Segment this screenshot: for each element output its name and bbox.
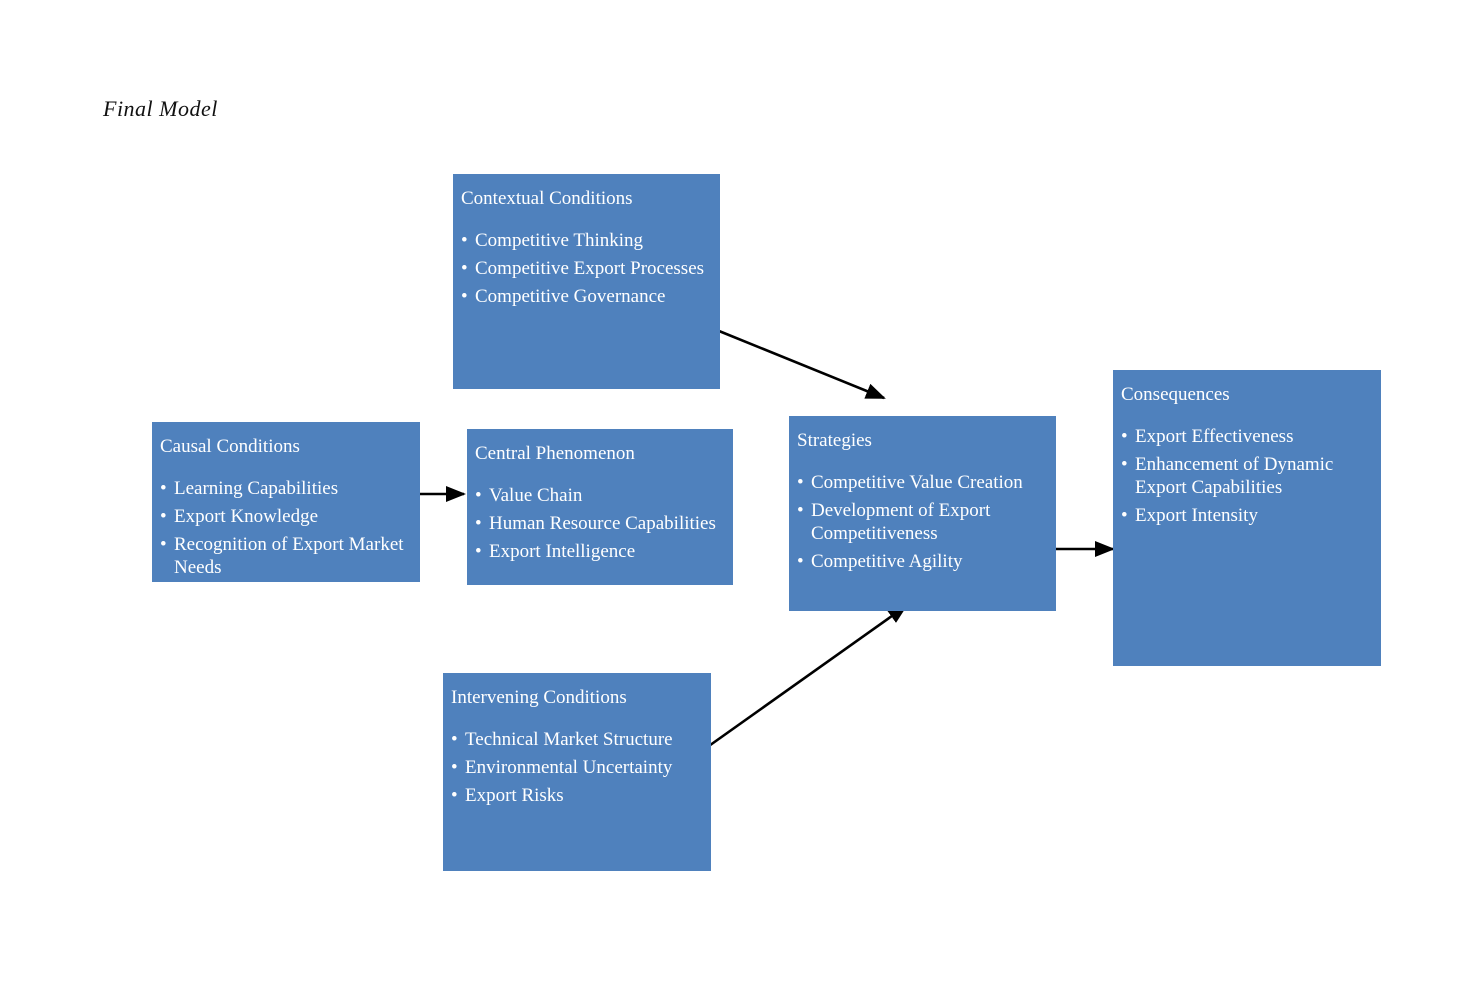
list-item-label: Export Effectiveness [1135,426,1294,447]
list-item-label: Enhancement of Dynamic Export Capabiliti… [1135,454,1334,498]
list-item-label: Competitive Value Creation [811,472,1023,493]
list-item: • Competitive Agility [797,550,1046,573]
bullet-icon: • [797,472,804,493]
bullet-icon: • [797,551,804,572]
box-causal-conditions: Causal Conditions • Learning Capabilitie… [152,422,420,582]
list-item: • Export Intensity [1121,504,1371,527]
bullet-icon: • [1121,426,1128,447]
box-strategies: Strategies • Competitive Value Creation … [789,416,1056,611]
list-item: • Competitive Governance [461,285,710,308]
bullet-icon: • [451,729,458,750]
bullet-icon: • [461,230,468,251]
list-item: • Value Chain [475,484,723,507]
list-item: • Export Risks [451,784,701,807]
box-contextual-conditions: Contextual Conditions • Competitive Thin… [453,174,720,389]
list-item: • Competitive Thinking [461,229,710,252]
list-item-label: Export Intensity [1135,505,1258,526]
bullet-icon: • [475,485,482,506]
list-item: • Competitive Export Processes [461,257,710,280]
list-item: • Export Intelligence [475,540,723,563]
list-item-label: Technical Market Structure [465,729,673,750]
box-title: Consequences [1121,384,1230,405]
box-title: Intervening Conditions [451,687,627,708]
list-item: • Learning Capabilities [160,477,410,500]
list-item-label: Human Resource Capabilities [489,513,716,534]
bullet-icon: • [1121,505,1128,526]
bullet-icon: • [461,258,468,279]
list-item-label: Competitive Thinking [475,230,644,251]
list-item-label: Competitive Export Processes [475,258,705,279]
box-intervening-conditions: Intervening Conditions • Technical Marke… [443,673,711,871]
bullet-icon: • [451,757,458,778]
box-title: Strategies [797,430,872,451]
arrow-contextual-to-strategies [718,329,886,400]
bullet-icon: • [160,478,167,499]
box-title: Causal Conditions [160,436,300,457]
list-item: • Human Resource Capabilities [475,512,723,535]
list-item-label: Export Intelligence [489,541,636,562]
list-item-label: Export Risks [465,785,564,806]
bullet-icon: • [797,500,804,521]
box-consequences: Consequences • Export Effectiveness • En… [1113,370,1381,666]
list-item-label: Development of Export Competitiveness [811,500,991,544]
bullet-icon: • [160,506,167,527]
list-item: • Enhancement of Dynamic Export Capabili… [1121,453,1371,499]
bullet-icon: • [475,541,482,562]
list-item-label: Competitive Governance [475,286,666,307]
list-item-label: Competitive Agility [811,551,963,572]
bullet-icon: • [160,534,167,555]
list-item: • Technical Market Structure [451,728,701,751]
bullet-icon: • [451,785,458,806]
list-item: • Competitive Value Creation [797,471,1046,494]
page-title: Final Model [103,96,218,121]
bullet-icon: • [475,513,482,534]
list-item: • Export Effectiveness [1121,425,1371,448]
list-item: • Environmental Uncertainty [451,756,701,779]
list-item-label: Environmental Uncertainty [465,757,673,778]
box-central-phenomenon: Central Phenomenon • Value Chain • Human… [467,429,733,585]
list-item: • Recognition of Export Market Needs [160,533,410,579]
list-item: • Development of Export Competitiveness [797,499,1046,545]
list-item-label: Learning Capabilities [174,478,339,499]
bullet-icon: • [1121,454,1128,475]
bullet-icon: • [461,286,468,307]
box-title: Central Phenomenon [475,443,635,464]
box-title: Contextual Conditions [461,188,633,209]
list-item-label: Export Knowledge [174,506,319,527]
arrow-intervening-to-strategies [698,604,908,755]
list-item-label: Recognition of Export Market Needs [174,534,404,578]
list-item-label: Value Chain [489,485,583,506]
list-item: • Export Knowledge [160,505,410,528]
